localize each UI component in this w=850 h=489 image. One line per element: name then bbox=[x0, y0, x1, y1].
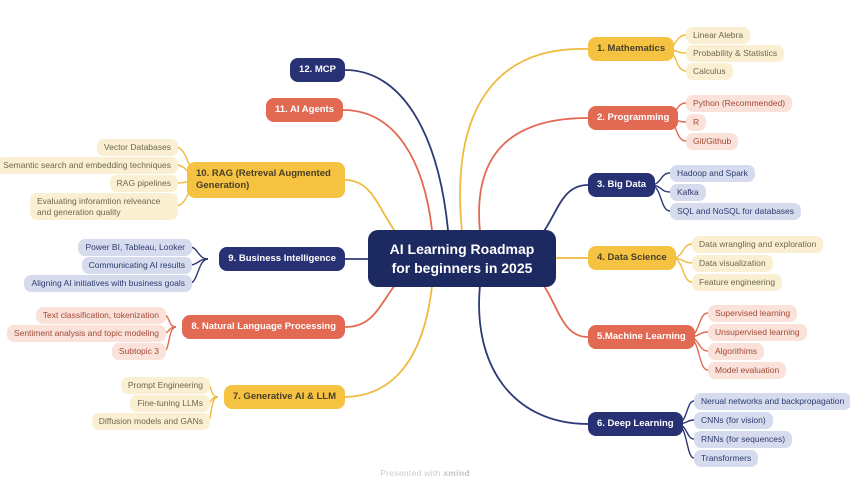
subtopic-probability-statistics[interactable]: Probability & Statistics bbox=[686, 45, 785, 62]
subtopic-sql-nosql[interactable]: SQL and NoSQL for databases bbox=[670, 203, 802, 220]
branch-curve-programming bbox=[478, 117, 589, 233]
subtopic-vector-databases[interactable]: Vector Databases bbox=[96, 139, 178, 156]
subtopic-text-classification-tokenization[interactable]: Text classification, tokenization bbox=[35, 307, 166, 324]
topic-data-science[interactable]: 4. Data Science bbox=[588, 246, 676, 270]
watermark: Presented with xmind bbox=[0, 468, 850, 478]
central-topic-line2: for beginners in 2025 bbox=[391, 259, 533, 276]
subtopic-kafka[interactable]: Kafka bbox=[670, 184, 706, 201]
subtopic-communicating-ai-results[interactable]: Communicating AI results bbox=[81, 257, 192, 274]
branch-curve-mcp bbox=[344, 69, 449, 231]
branch-curve-deep-learning bbox=[478, 284, 589, 425]
topic-business-intelligence[interactable]: 9. Business Intelligence bbox=[219, 247, 345, 271]
branch-curve-big-data bbox=[541, 184, 589, 235]
subtopic-semantic-search-embedding[interactable]: Semantic search and embedding techniques bbox=[0, 157, 178, 174]
branch-curve-mathematics bbox=[459, 48, 589, 233]
subtopic-prompt-engineering[interactable]: Prompt Engineering bbox=[120, 377, 210, 394]
topic-generative-ai-llm[interactable]: 7. Generative AI & LLM bbox=[223, 385, 345, 409]
subtopic-hadoop-spark[interactable]: Hadoop and Spark bbox=[670, 165, 755, 182]
subtopic-model-evaluation[interactable]: Model evaluation bbox=[708, 362, 787, 379]
subtopic-feature-engineering[interactable]: Feature engineering bbox=[692, 274, 783, 291]
topic-deep-learning[interactable]: 6. Deep Learning bbox=[588, 412, 683, 436]
subtopic-data-visualization[interactable]: Data visualization bbox=[692, 255, 773, 272]
subtopic-connectors-business-intelligence bbox=[189, 246, 209, 284]
subtopic-rnns[interactable]: RNNs (for sequences) bbox=[694, 431, 793, 448]
subtopic-r[interactable]: R bbox=[686, 114, 707, 131]
subtopic-unsupervised-learning[interactable]: Unsupervised learning bbox=[708, 324, 807, 341]
subtopic-cnns[interactable]: CNNs (for vision) bbox=[694, 412, 773, 429]
subtopic-algorithims[interactable]: Algorithims bbox=[708, 343, 765, 360]
branch-curve-ai-agents bbox=[342, 109, 433, 231]
topic-programming[interactable]: 2. Programming bbox=[588, 106, 679, 130]
topic-mcp[interactable]: 12. MCP bbox=[290, 58, 345, 82]
subtopic-python-recommended[interactable]: Python (Recommended) bbox=[686, 95, 793, 112]
subtopic-neural-networks-backpropagation[interactable]: Nerual networks and backpropagation bbox=[694, 393, 850, 410]
topic-ai-agents[interactable]: 11. AI Agents bbox=[266, 98, 343, 122]
subtopic-power-bi-tableau-looker[interactable]: Power BI, Tableau, Looker bbox=[78, 239, 192, 256]
branch-curve-rag bbox=[344, 179, 396, 232]
subtopic-diffusion-models-gans[interactable]: Diffusion models and GANs bbox=[91, 413, 210, 430]
subtopic-linear-alebra[interactable]: Linear Alebra bbox=[686, 27, 751, 44]
branch-curve-machine-learning bbox=[541, 282, 589, 338]
subtopic-git-github[interactable]: Git/Github bbox=[686, 133, 739, 150]
subtopic-evaluating-information-relevance[interactable]: Evaluating inforamtion relveance and gen… bbox=[30, 193, 178, 221]
subtopic-sentiment-analysis-topic-modeling[interactable]: Sentiment analysis and topic modeling bbox=[6, 325, 166, 342]
subtopic-fine-tuning-llms[interactable]: Fine-tuning LLMs bbox=[130, 395, 210, 412]
topic-machine-learning[interactable]: 5.Machine Learning bbox=[588, 325, 695, 349]
watermark-brand: xmind bbox=[443, 468, 470, 478]
topic-nlp[interactable]: 8. Natural Language Processing bbox=[182, 315, 345, 339]
watermark-prefix: Presented with bbox=[380, 468, 444, 478]
subtopic-subtopic-3[interactable]: Subtopic 3 bbox=[111, 343, 166, 360]
subtopic-data-wrangling[interactable]: Data wrangling and exploration bbox=[692, 236, 824, 253]
subtopic-transformers[interactable]: Transformers bbox=[694, 450, 759, 467]
topic-mathematics[interactable]: 1. Mathematics bbox=[588, 37, 675, 61]
branch-curve-nlp bbox=[344, 284, 396, 328]
central-topic-line1: AI Learning Roadmap bbox=[389, 240, 535, 257]
branch-curve-generative-ai bbox=[342, 285, 433, 398]
central-topic[interactable]: AI Learning Roadmap for beginners in 202… bbox=[368, 230, 556, 287]
subtopic-aligning-ai-initiatives[interactable]: Aligning AI initiatives with business go… bbox=[24, 275, 192, 292]
subtopic-calculus[interactable]: Calculus bbox=[686, 63, 733, 80]
subtopic-supervised-learning[interactable]: Supervised learning bbox=[708, 305, 798, 322]
topic-rag[interactable]: 10. RAG (Retreval Augmented Generation) bbox=[187, 162, 345, 198]
topic-big-data[interactable]: 3. Big Data bbox=[588, 173, 656, 197]
subtopic-rag-pipelines[interactable]: RAG pipelines bbox=[109, 175, 178, 192]
